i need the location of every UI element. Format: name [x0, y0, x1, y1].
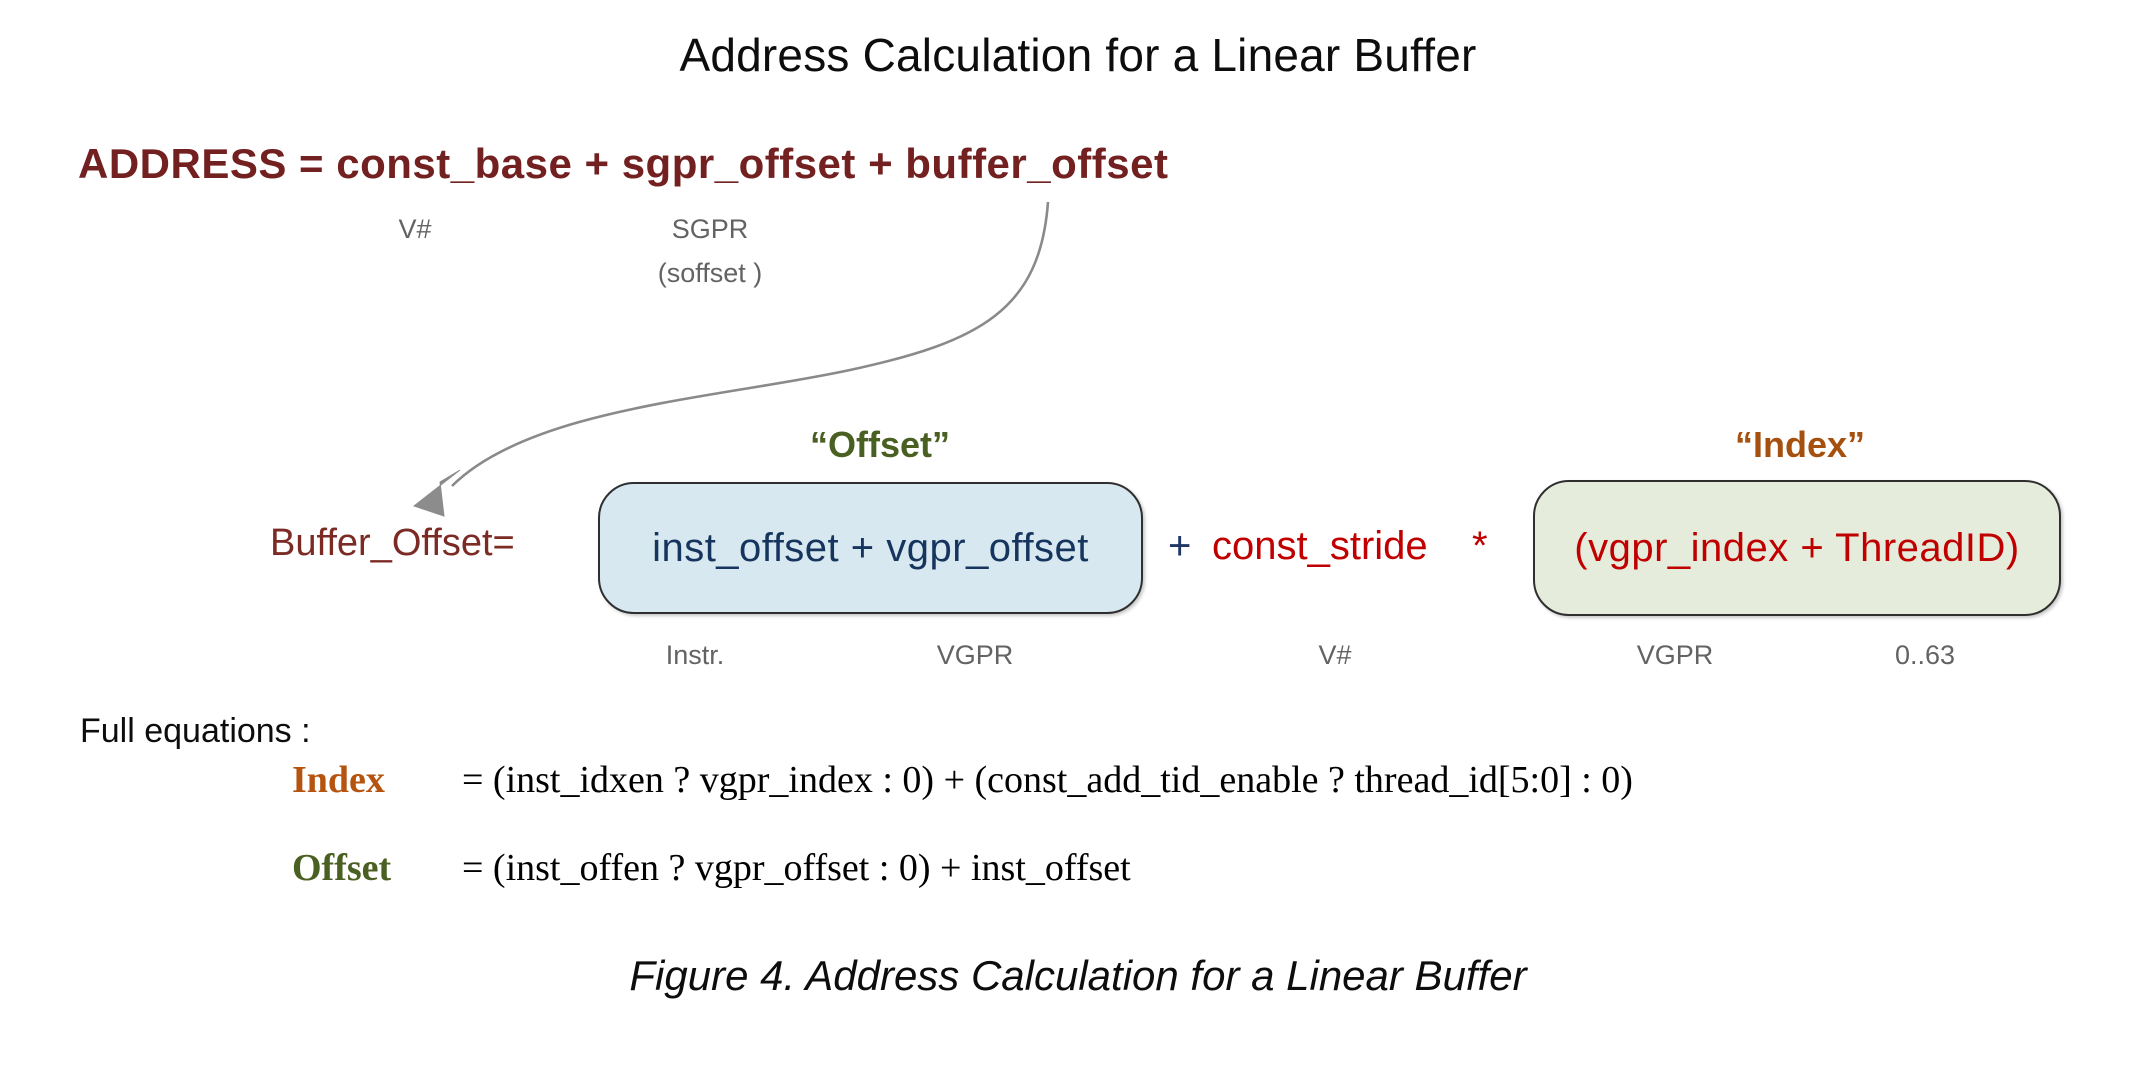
annotation-vgpr-index: VGPR	[1636, 640, 1714, 670]
annotation-v-hash-base: V#	[398, 214, 432, 244]
index-expression-text: (vgpr_index + ThreadID)	[1574, 525, 2020, 570]
plus-operator: +	[1168, 524, 1192, 568]
equation-body-index: = (inst_idxen ? vgpr_index : 0) + (const…	[462, 759, 1633, 801]
offset-expression-text: inst_offset + vgpr_offset	[652, 525, 1089, 570]
buffer-offset-label: Buffer_Offset=	[270, 522, 515, 564]
offset-group-caption: “Offset”	[809, 424, 950, 465]
index-group-caption: “Index”	[1734, 424, 1866, 465]
equation-body-offset: = (inst_offen ? vgpr_offset : 0) + inst_…	[462, 847, 1131, 889]
annotation-soffset: (soffset )	[657, 258, 763, 288]
equation-label-offset: Offset	[292, 847, 392, 889]
address-equation: ADDRESS = const_base + sgpr_offset + buf…	[78, 140, 1169, 187]
annotation-v-hash-stride: V#	[1318, 640, 1352, 670]
multiply-operator: *	[1472, 524, 1488, 568]
index-expression-box: (vgpr_index + ThreadID)	[1533, 480, 2061, 616]
figure-caption: Figure 4. Address Calculation for a Line…	[629, 952, 1527, 999]
const-stride-term: const_stride	[1212, 524, 1428, 568]
page-title: Address Calculation for a Linear Buffer	[679, 29, 1477, 81]
annotation-vgpr-offset: VGPR	[936, 640, 1014, 670]
annotation-sgpr: SGPR	[671, 214, 749, 244]
annotation-thread-range: 0..63	[1894, 640, 1956, 670]
annotation-instr: Instr.	[665, 640, 725, 670]
equation-label-index: Index	[292, 759, 385, 801]
offset-expression-box: inst_offset + vgpr_offset	[598, 482, 1143, 614]
full-equations-heading: Full equations :	[80, 712, 311, 750]
